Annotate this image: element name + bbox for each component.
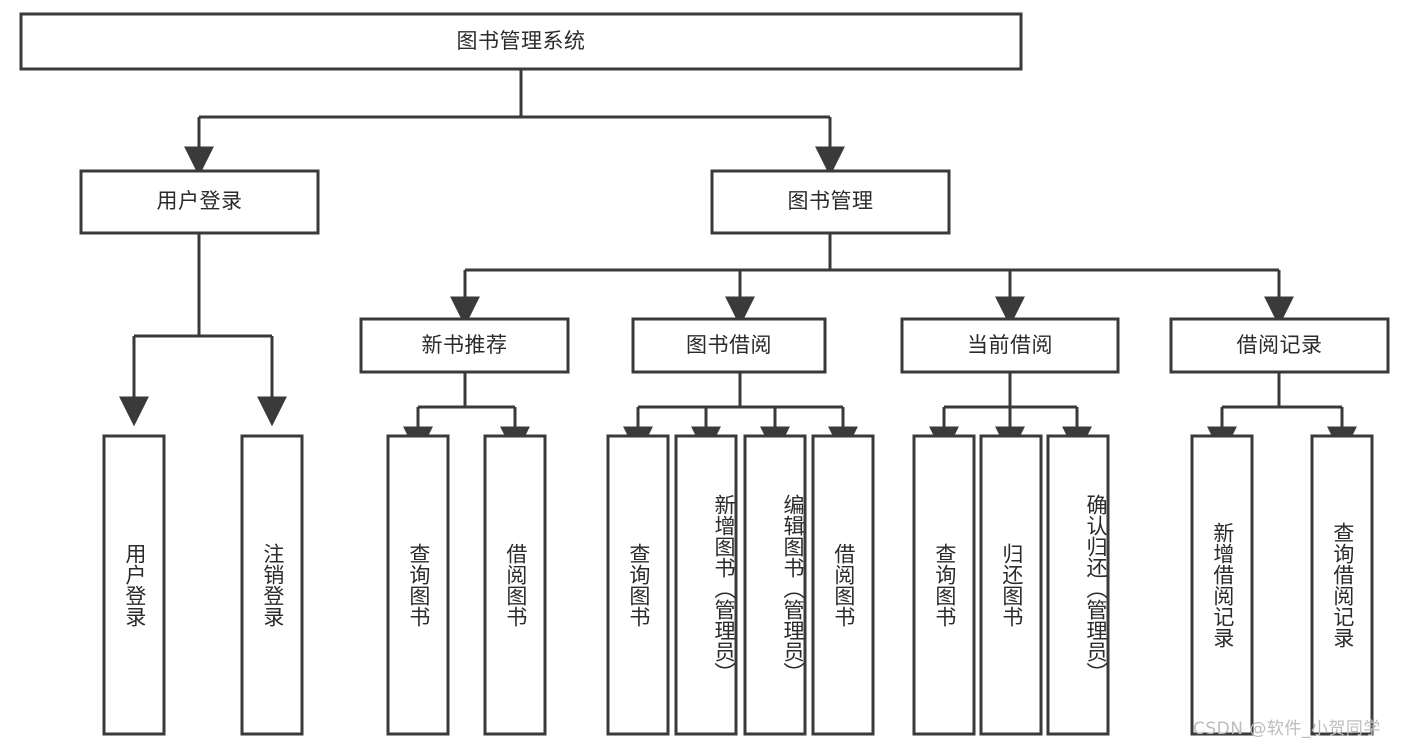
node-box-leaf-return-book[interactable] xyxy=(979,434,1043,736)
node-label-current-borrow: 当前借阅 xyxy=(967,332,1053,357)
node-box-book-borrow[interactable] xyxy=(631,317,827,374)
node-box-new-book-recommend[interactable] xyxy=(359,317,570,374)
node-box-leaf-edit-book[interactable] xyxy=(743,434,807,736)
node-label-leaf-query-book-2: 查询图书 xyxy=(626,543,651,627)
node-label-borrow-record: 借阅记录 xyxy=(1236,332,1323,357)
node-label-leaf-query-book-3: 查询图书 xyxy=(932,543,957,627)
node-label-book-borrow: 图书借阅 xyxy=(686,332,772,357)
node-box-leaf-user-login[interactable] xyxy=(102,434,166,736)
node-box-leaf-logout-login[interactable] xyxy=(240,434,304,736)
node-label-leaf-logout-login: 注销登录 xyxy=(260,543,285,627)
watermark-text: CSDN @软件_小贺同学 xyxy=(1193,719,1381,739)
node-label-user-login: 用户登录 xyxy=(156,189,243,214)
node-label-leaf-borrow-book-2: 借阅图书 xyxy=(831,543,856,627)
node-box-current-borrow[interactable] xyxy=(900,317,1120,374)
node-box-leaf-borrow-book-1[interactable] xyxy=(483,434,547,736)
node-box-leaf-query-book-3[interactable] xyxy=(912,434,976,736)
node-box-book-manage[interactable] xyxy=(710,169,951,235)
node-label-leaf-confirm-return: 确认归还（管理员） xyxy=(1084,493,1108,683)
node-box-leaf-add-record[interactable] xyxy=(1190,434,1254,736)
node-label-leaf-query-book-1: 查询图书 xyxy=(406,543,431,627)
node-label-leaf-add-book: 新增图书（管理员） xyxy=(712,493,736,683)
node-label-leaf-borrow-book-1: 借阅图书 xyxy=(503,543,528,627)
node-box-leaf-confirm-return[interactable] xyxy=(1046,434,1110,736)
page-title: 图书管理系统 xyxy=(456,28,586,53)
node-label-new-book-recommend: 新书推荐 xyxy=(421,332,508,357)
node-box-borrow-record[interactable] xyxy=(1169,317,1390,374)
node-box-leaf-query-book-2[interactable] xyxy=(606,434,670,736)
node-label-leaf-query-record: 查询借阅记录 xyxy=(1330,522,1355,648)
node-box-leaf-query-book-1[interactable] xyxy=(386,434,450,736)
node-box-leaf-borrow-book-2[interactable] xyxy=(811,434,875,736)
node-label-leaf-user-login: 用户登录 xyxy=(122,543,147,627)
node-box-leaf-query-record[interactable] xyxy=(1310,434,1374,736)
node-box-leaf-add-book[interactable] xyxy=(674,434,738,736)
node-box-root[interactable] xyxy=(19,12,1023,71)
node-label-leaf-edit-book: 编辑图书（管理员） xyxy=(781,493,805,683)
node-label-book-manage: 图书管理 xyxy=(787,189,874,214)
node-label-leaf-return-book: 归还图书 xyxy=(999,543,1024,627)
node-label-leaf-add-record: 新增借阅记录 xyxy=(1210,522,1235,648)
